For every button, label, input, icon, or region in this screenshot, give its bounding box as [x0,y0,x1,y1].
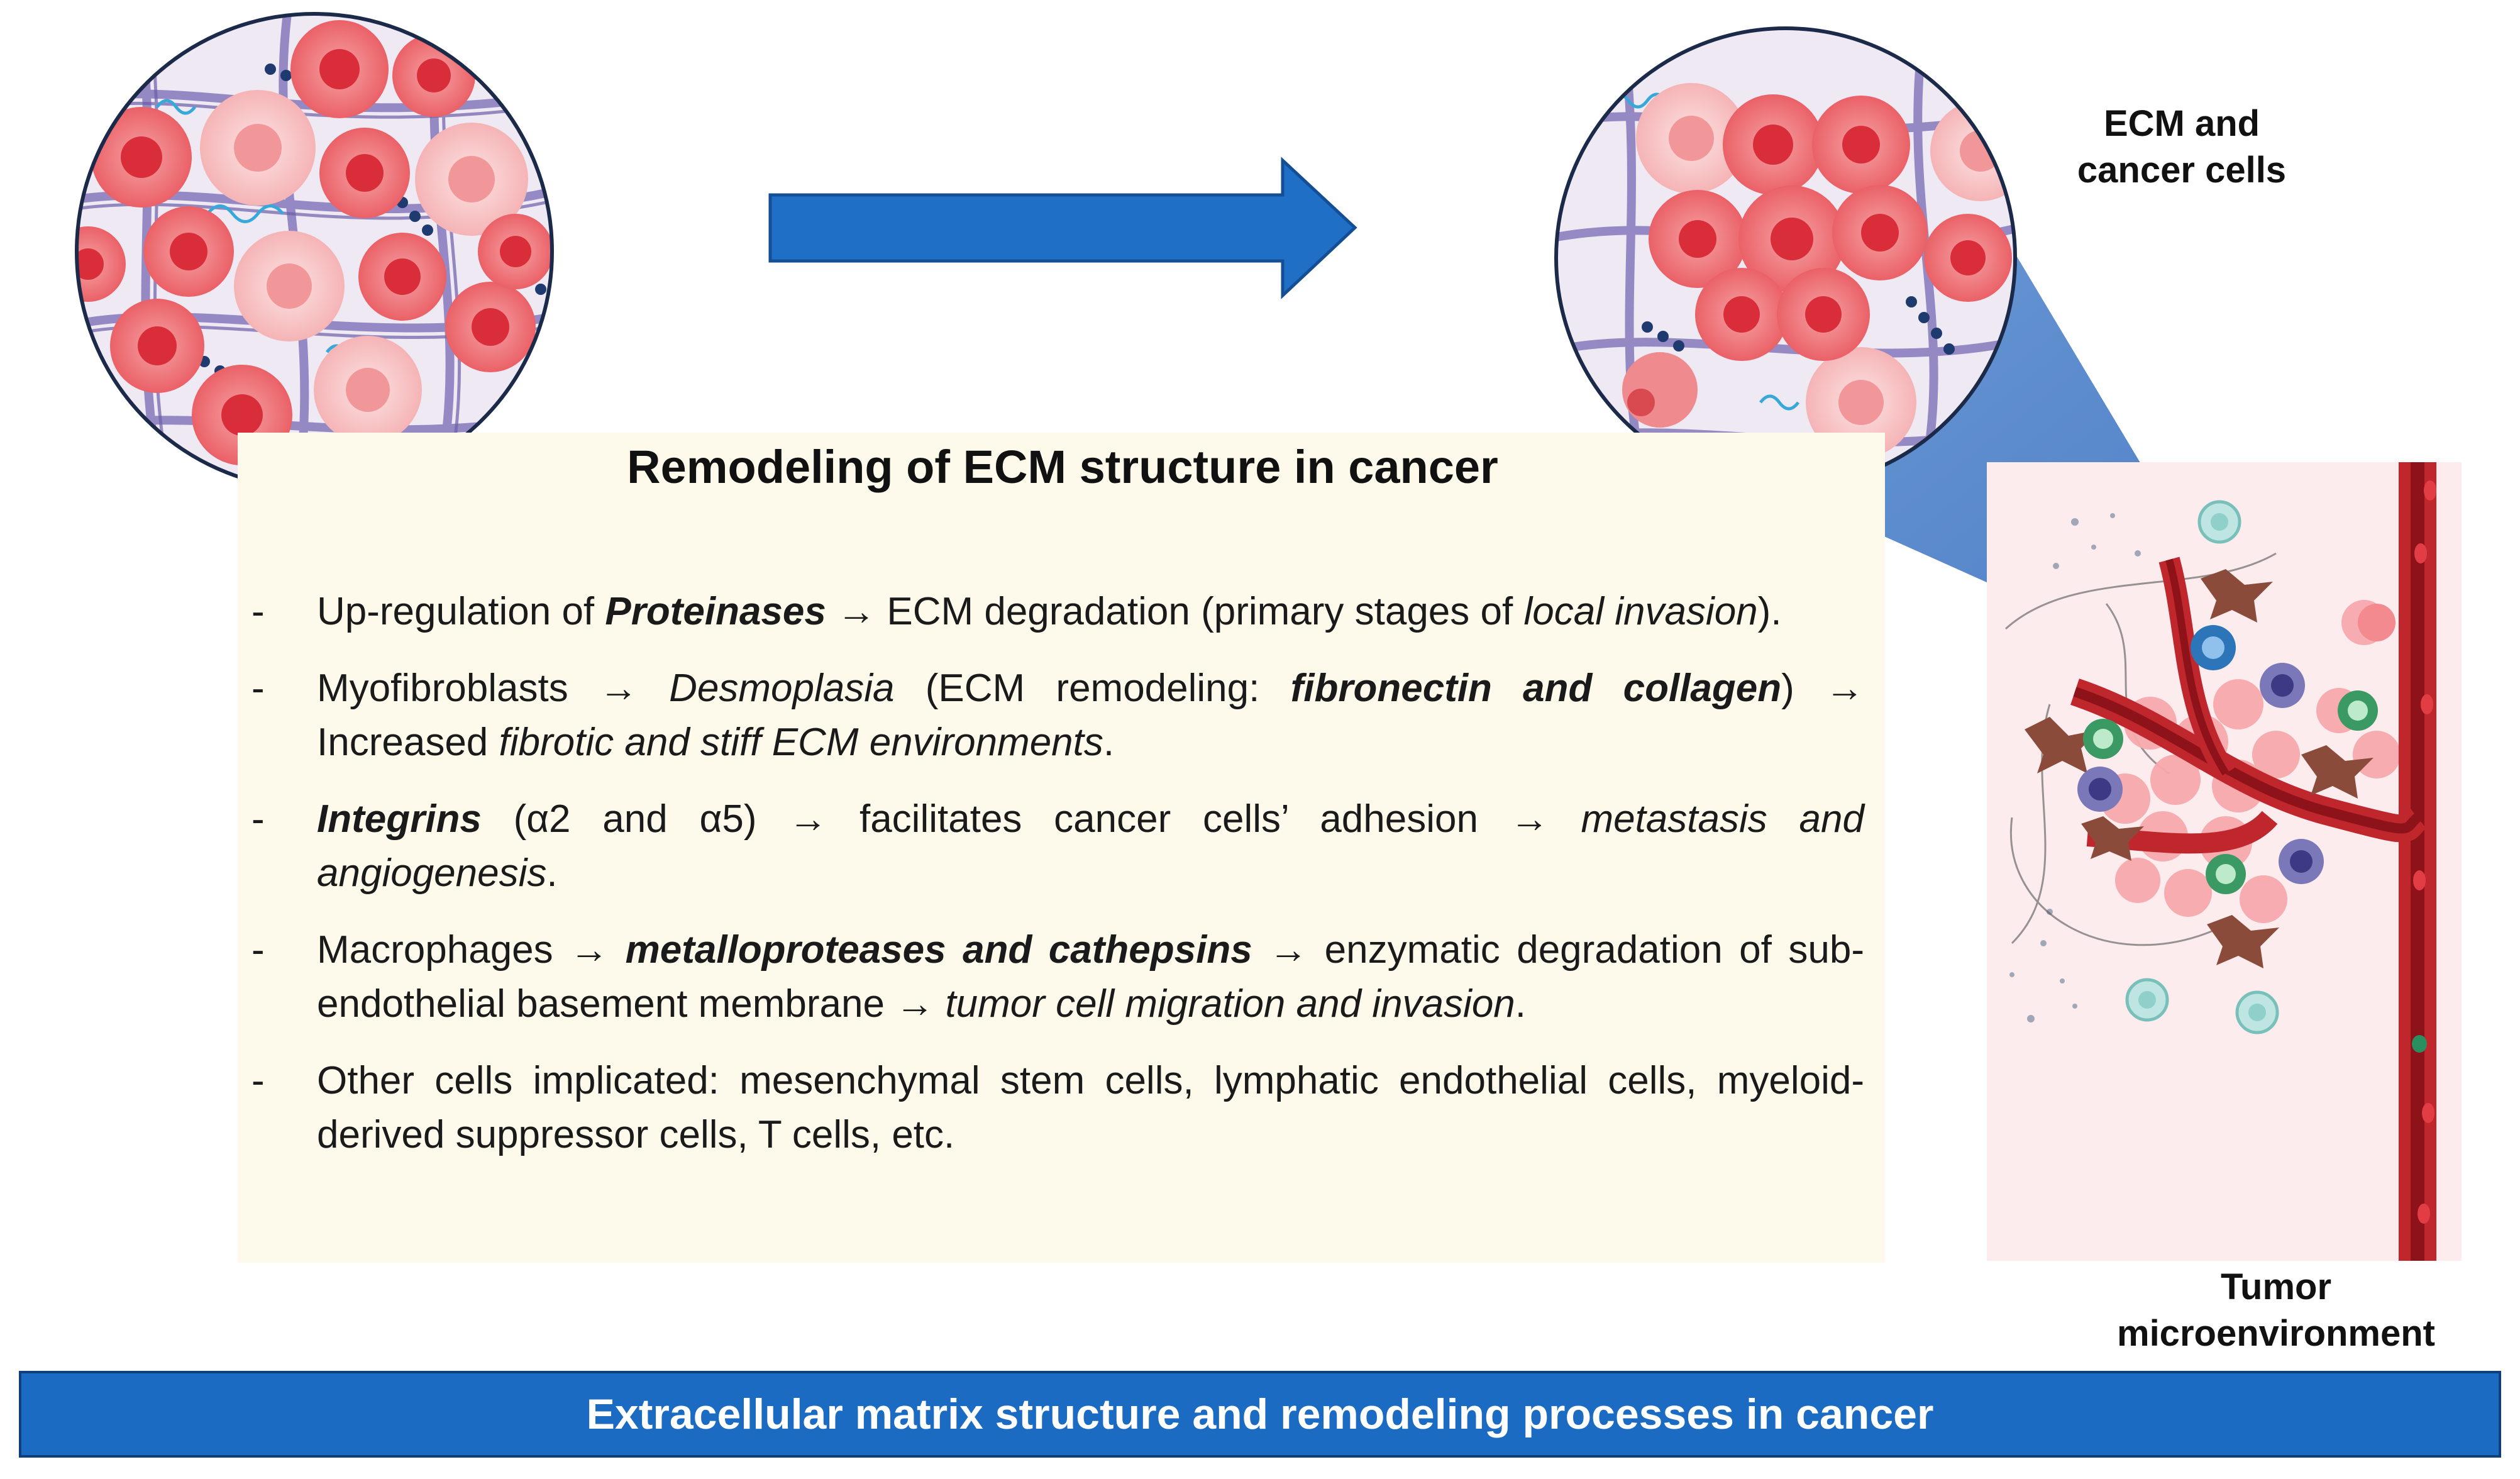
bullet-other-cells: - Other cells implicated: mesenchymal st… [251,1054,1864,1162]
bullet-marker: - [251,797,265,841]
ecm-cancer-circle [1554,26,2017,489]
transition-arrow [768,157,1357,299]
cancer-cells [77,20,552,465]
remodeling-bullet-list: - Up-regulation of Proteinases → ECM deg… [251,585,1864,1185]
bullet-myofibroblasts: - Myofibroblasts → Desmoplasia (ECM remo… [251,662,1864,770]
bullet-emphasis: fibronectin and collagen [1290,667,1782,710]
tme-label-line2: microenvironment [2117,1313,2435,1354]
bullet-proteinases: - Up-regulation of Proteinases → ECM deg… [251,585,1864,639]
bullet-text: Myofibroblasts → [317,667,670,710]
bullet-marker: - [251,928,265,972]
cancer-cell-cluster [1622,94,2012,428]
bullet-emphasis: Proteinases [605,590,826,633]
bullet-text: (ECM remodeling: [894,667,1291,710]
tumor-microenvironment-illustration [1987,462,2462,1261]
ecm-normal-circle [75,12,554,491]
bullet-text: → ECM degradation (primary stages of [826,590,1524,633]
bullet-text: Other cells implicated: mesenchymal stem… [317,1059,1864,1156]
bullet-italic: metastasis and angiogenesis [317,797,1864,895]
panel-title: Remodeling of ECM structure in cancer [627,441,1498,493]
bullet-macrophages: - Macrophages → metalloproteases and cat… [251,923,1864,1031]
bullet-text: (α2 and α5) → facilitates cancer cells’ … [481,797,1581,841]
bullet-italic: tumor cell migration and invasion [945,982,1515,1026]
bullet-italic: Desmoplasia [669,667,895,710]
bullet-text: → enzymatic degradation of sub-endotheli… [317,928,1864,1026]
bullet-emphasis: Integrins [317,797,482,841]
bullet-marker: - [251,1059,265,1102]
bullet-text: . [1103,721,1115,764]
bullet-text: ). [1757,590,1782,633]
figure-caption-banner: Extracellular matrix structure and remod… [19,1371,2501,1458]
ecm-label-line2: cancer cells [2077,150,2287,191]
bullet-integrins: - Integrins (α2 and α5) → facilitates ca… [251,792,1864,900]
tme-label-line1: Tumor [2220,1266,2332,1307]
bullet-marker: - [251,590,265,633]
bullet-emphasis: metalloproteases and cathepsins [625,928,1252,972]
bullet-text: ) → Increased [317,667,1864,764]
immune-cells [2077,500,2396,1034]
bullet-marker: - [251,667,265,710]
bullet-text: . [546,851,558,895]
bullet-text: Macrophages → [317,928,626,972]
normal-cells [200,90,528,444]
bullet-italic: fibrotic and stiff ECM environments [499,721,1103,764]
ecm-label-line1: ECM and [2103,103,2260,144]
tumor-microenvironment-label: Tumor microenvironment [2075,1264,2477,1357]
bullet-text: Up-regulation of [317,590,605,633]
bullet-italic: local invasion [1523,590,1758,633]
remodeling-panel [238,433,1885,1263]
ecm-cancer-cells-label: ECM and cancer cells [2050,101,2314,194]
bullet-text: . [1515,982,1527,1026]
